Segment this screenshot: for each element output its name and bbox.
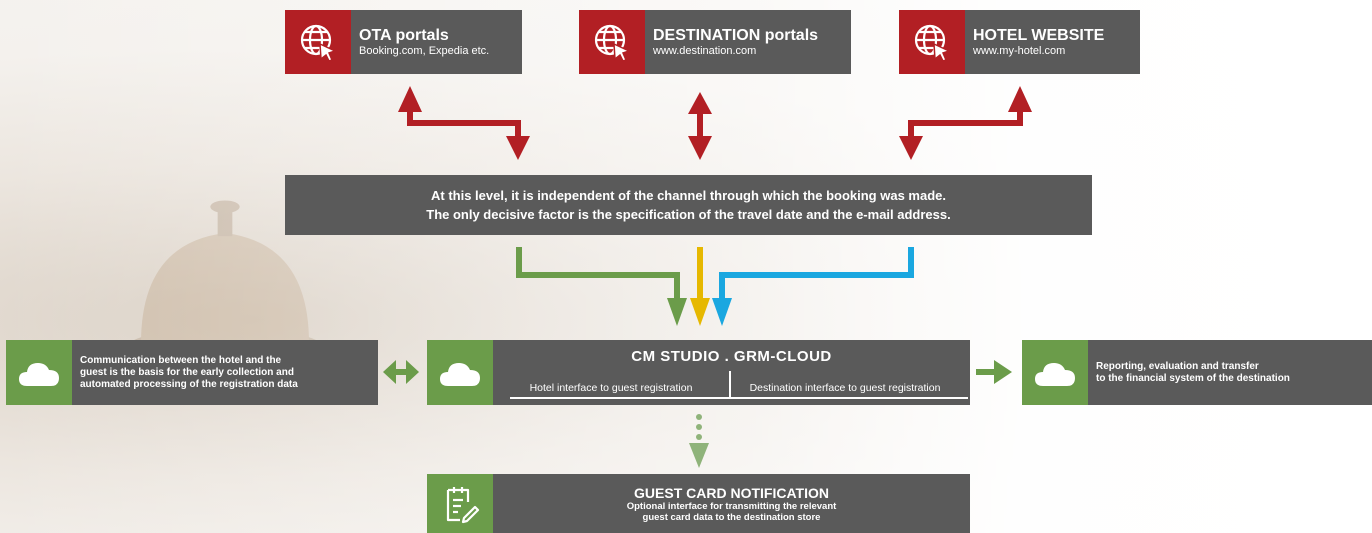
destination-portals-box: DESTINATION portals www.destination.com bbox=[579, 10, 851, 74]
channel-info-line1: At this level, it is independent of the … bbox=[431, 188, 946, 203]
destination-connector-line bbox=[697, 112, 703, 138]
cloud-icon bbox=[1022, 340, 1088, 405]
ota-connector-line bbox=[407, 110, 521, 138]
yellow-connector-line bbox=[697, 247, 703, 300]
channel-info-box: At this level, it is independent of the … bbox=[285, 175, 1092, 235]
reporting-box: Reporting, evaluation and transfer to th… bbox=[1022, 340, 1372, 405]
reporting-line1: Reporting, evaluation and transfer bbox=[1096, 360, 1259, 372]
portal-title: DESTINATION portals bbox=[653, 26, 819, 44]
guest-card-line1: Optional interface for transmitting the … bbox=[626, 500, 837, 512]
destination-up-arrow bbox=[688, 92, 712, 114]
portal-subtitle: www.my-hotel.com bbox=[973, 44, 1066, 57]
portal-subtitle: www.destination.com bbox=[653, 44, 757, 57]
reporting-line2: to the financial system of the destinati… bbox=[1096, 372, 1290, 384]
ota-portals-box: OTA portals Booking.com, Expedia etc. bbox=[285, 10, 522, 74]
yellow-down-arrow bbox=[690, 298, 710, 326]
dotted-down-arrow bbox=[689, 414, 709, 468]
communication-line1: Communication between the hotel and the bbox=[80, 354, 282, 366]
hotel-down-arrow bbox=[899, 136, 923, 160]
cm-studio-box: CM STUDIO . GRM-CLOUD Hotel interface to… bbox=[427, 340, 970, 405]
globe-cursor-icon bbox=[579, 10, 645, 74]
green-down-arrow bbox=[667, 298, 687, 326]
ota-down-arrow bbox=[506, 136, 530, 160]
guest-card-title: GUEST CARD NOTIFICATION bbox=[634, 484, 829, 501]
hotel-connector-line bbox=[908, 110, 1023, 138]
blue-connector-line bbox=[719, 247, 914, 300]
destination-interface-label: Destination interface to guest registrat… bbox=[749, 382, 941, 394]
clipboard-edit-icon bbox=[427, 474, 493, 533]
communication-line2: guest is the basis for the early collect… bbox=[80, 366, 294, 378]
communication-line3: automated processing of the registration… bbox=[80, 378, 298, 390]
cloud-icon bbox=[427, 340, 493, 405]
portal-title: OTA portals bbox=[359, 26, 449, 44]
cloud-icon bbox=[6, 340, 72, 405]
interface-divider bbox=[729, 371, 731, 398]
portal-subtitle: Booking.com, Expedia etc. bbox=[359, 44, 490, 57]
destination-down-arrow bbox=[688, 136, 712, 160]
interface-underline bbox=[510, 397, 968, 399]
hotel-interface-label: Hotel interface to guest registration bbox=[529, 382, 693, 394]
left-double-arrow bbox=[383, 360, 419, 384]
globe-cursor-icon bbox=[899, 10, 965, 74]
channel-info-line2: The only decisive factor is the specific… bbox=[426, 207, 951, 222]
red-connector-arrows bbox=[398, 86, 1032, 160]
cm-studio-title: CM STUDIO . GRM-CLOUD bbox=[631, 348, 832, 365]
communication-box: Communication between the hotel and the … bbox=[6, 340, 378, 405]
globe-cursor-icon bbox=[285, 10, 351, 74]
hotel-up-arrow bbox=[1008, 86, 1032, 112]
ota-up-arrow bbox=[398, 86, 422, 112]
right-arrow bbox=[976, 360, 1012, 384]
guest-card-box: GUEST CARD NOTIFICATION Optional interfa… bbox=[427, 474, 970, 533]
hotel-website-box: HOTEL WEBSITE www.my-hotel.com bbox=[899, 10, 1140, 74]
blue-down-arrow bbox=[712, 298, 732, 326]
guest-card-line2: guest card data to the destination store bbox=[642, 511, 821, 523]
portal-title: HOTEL WEBSITE bbox=[973, 26, 1105, 44]
green-connector-line bbox=[516, 247, 680, 300]
